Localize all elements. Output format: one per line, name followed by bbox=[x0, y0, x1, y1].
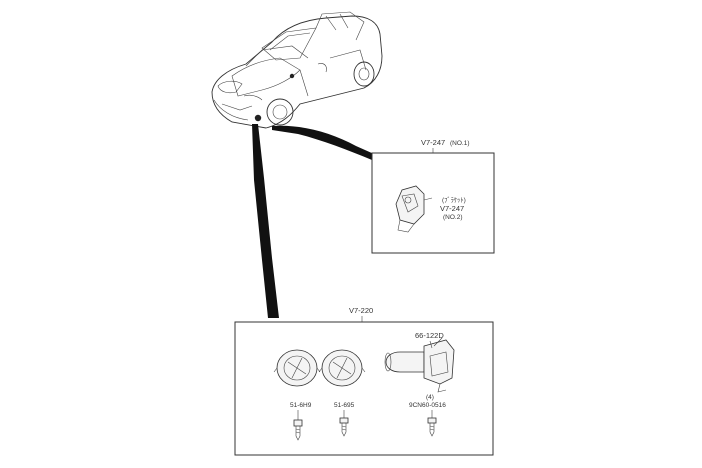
bracket-box-header-code: V7-247 bbox=[421, 138, 445, 147]
combination-switch-code: 66-122D bbox=[415, 331, 444, 340]
screw-qty: (4) bbox=[426, 394, 434, 401]
switch-bracket-icon bbox=[395, 185, 433, 233]
screw-icon bbox=[293, 410, 303, 441]
fog-lamp-right-code: 51-695 bbox=[334, 402, 355, 409]
bracket-box-frame bbox=[371, 152, 495, 254]
screw-icon bbox=[427, 410, 437, 437]
bracket-callout-ref: (ﾌﾞﾗｹｯﾄ) bbox=[442, 196, 466, 204]
switch-box-frame bbox=[234, 321, 494, 456]
screw-icon bbox=[339, 410, 349, 437]
combination-switch-icon bbox=[384, 337, 455, 393]
bracket-callout-note: (NO.2) bbox=[443, 214, 463, 221]
roadster-car-icon bbox=[211, 11, 383, 129]
bracket-box-header-note: (NO.1) bbox=[450, 140, 470, 147]
bracket-box: V7-247 (NO.1) (ﾌﾞﾗｹｯﾄ) V7-247 (NO.2) bbox=[371, 138, 495, 254]
bracket-callout-code: V7-247 bbox=[440, 204, 464, 213]
leader-to-switch-box bbox=[252, 124, 279, 318]
switch-box: V7-220 66-122D 51-6H9 bbox=[234, 306, 494, 456]
fog-lamp-icon bbox=[318, 349, 366, 387]
fog-lamp-left-code: 51-6H9 bbox=[290, 402, 312, 409]
fog-lamp-icon bbox=[273, 349, 321, 387]
switch-box-header-code: V7-220 bbox=[349, 306, 373, 315]
leader-to-bracket-box bbox=[272, 125, 374, 160]
screw-code: 9CN60-0516 bbox=[409, 402, 446, 409]
